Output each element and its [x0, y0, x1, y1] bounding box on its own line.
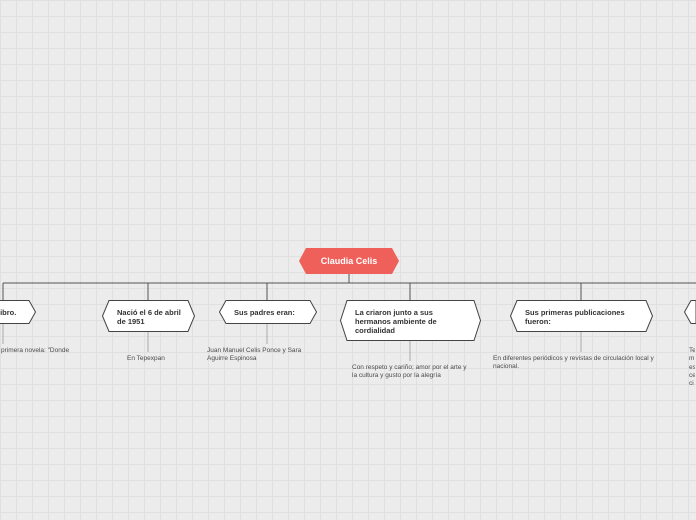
branch-shape-3 — [340, 300, 481, 341]
branch-node-1[interactable]: Nació el 6 de abril de 1951 — [102, 300, 195, 332]
branch-label-4: Sus primeras publicaciones fueron: — [525, 308, 625, 326]
branch-detail-3: Con respeto y cariño; amor por el arte y… — [352, 364, 467, 380]
branch-shape-5 — [684, 300, 696, 324]
branch-label-2: Sus padres eran: — [234, 308, 295, 317]
branch-shape-2 — [219, 300, 317, 324]
root-shape — [299, 248, 399, 274]
branch-shape-1 — [102, 300, 195, 332]
branch-detail-1: En Tepexpan — [127, 355, 165, 362]
branch-detail-4: En diferentes periódicos y revistas de c… — [493, 355, 654, 371]
branch-detail-2: Juan Manuel Celis Ponce y Sara Aguirre E… — [207, 347, 302, 363]
branch-detail-5: Te m es ce ci — [689, 347, 695, 388]
branch-node-5[interactable] — [684, 300, 696, 324]
branch-node-3[interactable]: La criaron junto a sus hermanos ambiente… — [340, 300, 481, 341]
root-node[interactable]: Claudia Celis — [299, 248, 399, 274]
branch-detail-0: primera novela: "Donde — [1, 347, 70, 354]
branch-label-0: libro. — [0, 308, 17, 317]
branch-label-3: La criaron junto a sus hermanos ambiente… — [355, 308, 437, 335]
branch-node-4[interactable]: Sus primeras publicaciones fueron: — [510, 300, 653, 332]
branch-label-1: Nació el 6 de abril de 1951 — [117, 308, 181, 326]
branch-node-2[interactable]: Sus padres eran: — [219, 300, 317, 324]
branch-shape-4 — [510, 300, 653, 332]
root-label: Claudia Celis — [320, 256, 378, 266]
branch-shape-0 — [0, 300, 36, 324]
branch-node-0[interactable]: libro. — [0, 300, 36, 324]
